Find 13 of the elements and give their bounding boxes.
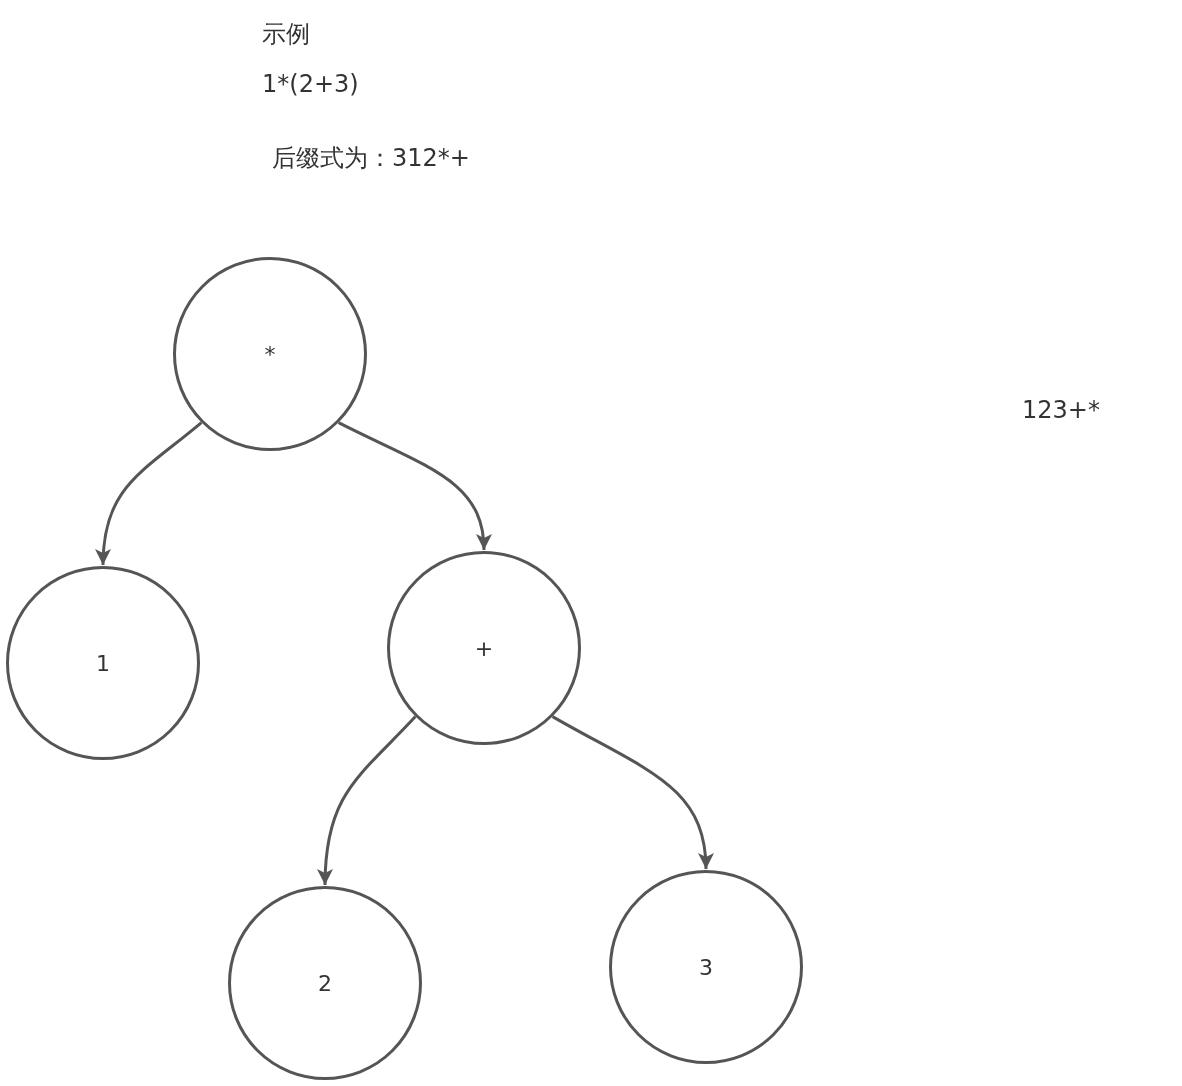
tree-node-circle: + [387, 551, 581, 745]
heading-text: 示例 [262, 20, 310, 49]
arrow [317, 715, 417, 886]
arrow [551, 715, 713, 870]
tree-node-circle: 3 [609, 870, 803, 1064]
tree-node-circle: 2 [228, 886, 422, 1080]
tree-node-circle: * [173, 257, 367, 451]
expression-text: 1*(2+3) [262, 70, 359, 99]
arrow [337, 421, 491, 551]
tree-node-circle: 1 [6, 566, 200, 760]
arrow [95, 421, 203, 566]
expression-text: 123+* [1022, 396, 1100, 425]
expression-text: 后缀式为：312*+ [272, 144, 470, 173]
